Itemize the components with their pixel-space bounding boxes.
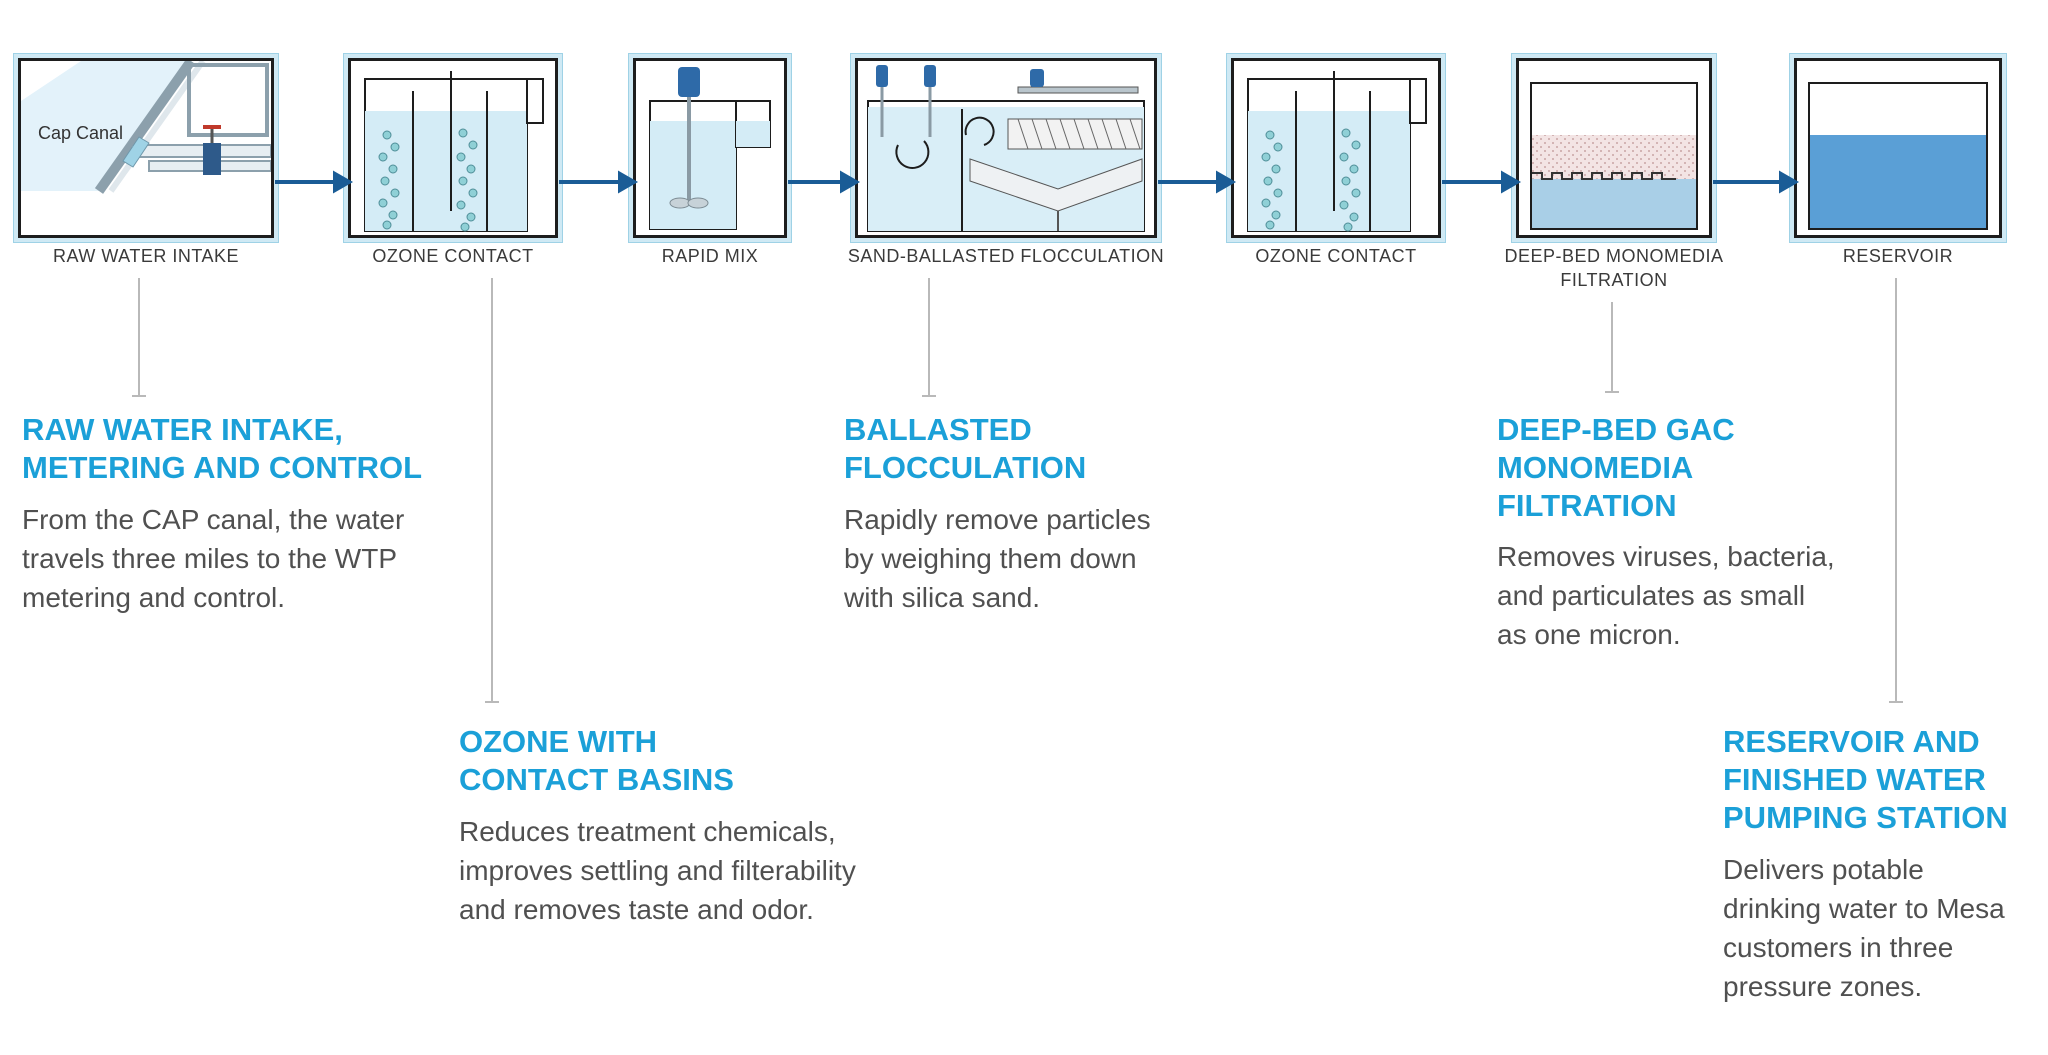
desc-body-flocculation: Rapidly remove particles by weighing the… <box>844 504 1151 613</box>
desc-body-intake: From the CAP canal, the water travels th… <box>22 504 405 613</box>
desc-title-reservoir: RESERVOIR AND FINISHED WATER PUMPING STA… <box>1723 724 2008 835</box>
filtration-illustration <box>1530 82 1698 230</box>
desc-title-ozone: OZONE WITH CONTACT BASINS <box>459 724 734 797</box>
stage-label-raw-water-intake: RAW WATER INTAKE <box>53 246 239 266</box>
desc-body-filtration: Removes viruses, bacteria, and particula… <box>1497 541 1835 650</box>
stage-ozone-contact-1 <box>348 58 558 238</box>
ozone-contact-illustration <box>364 71 544 232</box>
stage-label-rapid-mix: RAPID MIX <box>661 246 759 266</box>
cap-canal-label: Cap Canal <box>38 123 124 143</box>
stage-reservoir <box>1794 58 2002 238</box>
leader-cap-ozone <box>485 701 499 703</box>
flocculation-illustration <box>867 65 1145 232</box>
desc-title-intake: RAW WATER INTAKE, METERING AND CONTROL <box>22 412 423 485</box>
leader-cap-reservoir <box>1889 701 1903 703</box>
stage-raw-water-intake: Cap Canal <box>18 58 274 238</box>
leader-line-filtration <box>1611 302 1613 392</box>
stage-deep-bed-filtration <box>1516 58 1712 238</box>
stage-label-reservoir: RESERVOIR <box>1842 246 1954 266</box>
flow-arrows <box>275 170 1800 194</box>
leader-cap-intake <box>132 395 146 397</box>
desc-title-flocculation: BALLASTED FLOCCULATION <box>844 412 1087 485</box>
intake-illustration <box>21 61 271 235</box>
reservoir-illustration <box>1808 82 1988 230</box>
leader-line-reservoir <box>1895 278 1897 702</box>
rapid-mix-illustration <box>649 67 771 230</box>
desc-body-ozone: Reduces treatment chemicals, improves se… <box>459 816 856 925</box>
leader-cap-filtration <box>1605 391 1619 393</box>
stage-label-flocculation: SAND-BALLASTED FLOCCULATION <box>847 246 1165 266</box>
desc-body-reservoir: Delivers potable drinking water to Mesa … <box>1723 854 2005 1002</box>
stage-sand-ballasted-flocculation <box>855 58 1157 238</box>
leader-cap-flocculation <box>922 395 936 397</box>
leader-line-intake <box>138 278 140 396</box>
leader-line-flocculation <box>928 278 930 396</box>
leader-line-ozone <box>491 278 493 702</box>
stage-rapid-mix <box>633 58 787 238</box>
stage-label-deep-bed-filtration: DEEP-BED MONOMEDIA FILTRATION <box>1504 246 1724 290</box>
stage-ozone-contact-2 <box>1231 58 1441 238</box>
stage-label-ozone-contact-1: OZONE CONTACT <box>372 246 534 266</box>
stage-label-ozone-contact-2: OZONE CONTACT <box>1255 246 1417 266</box>
desc-title-filtration: DEEP-BED GAC MONOMEDIA FILTRATION <box>1497 412 1735 523</box>
ozone-contact-illustration <box>1247 71 1427 232</box>
